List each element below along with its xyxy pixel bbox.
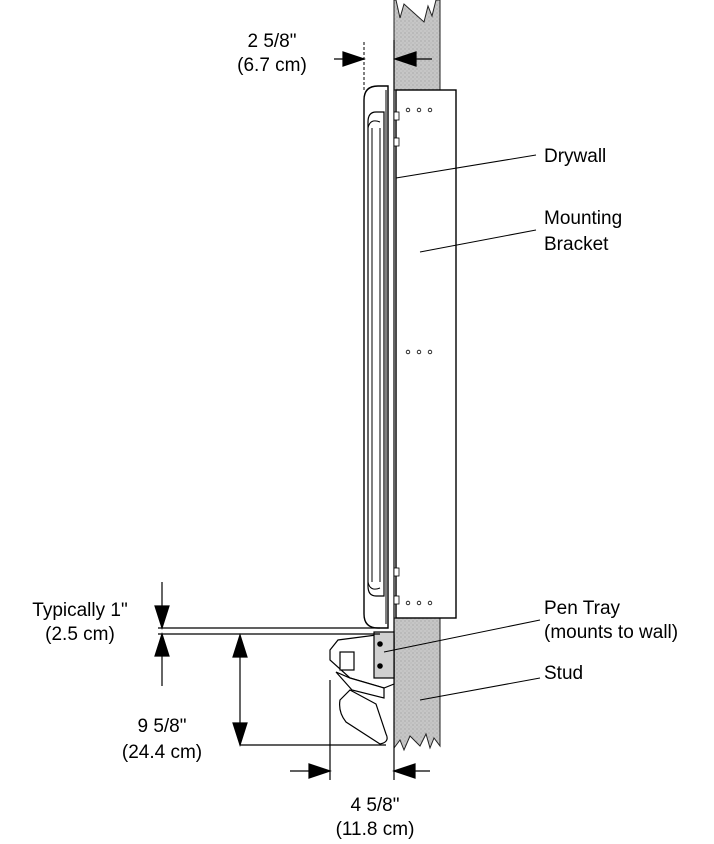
dimension-pen-tray-height xyxy=(232,633,386,747)
pen-tray-label: Pen Tray xyxy=(544,598,621,619)
wall-stud-top xyxy=(393,0,441,91)
drywall-label: Drywall xyxy=(544,146,607,167)
dimension-pen-tray-gap xyxy=(154,582,380,686)
pen-tray-height-metric: (24.4 cm) xyxy=(121,742,203,763)
pen-tray-mounting-note: (mounts to wall) xyxy=(544,622,679,643)
leader-lines xyxy=(383,154,541,701)
stud-label: Stud xyxy=(544,663,584,684)
pen-tray-depth-metric: (11.8 cm) xyxy=(335,819,415,840)
wall-gap-metric: (6.7 cm) xyxy=(237,55,307,76)
pen-tray xyxy=(329,631,395,745)
bracket-tabs xyxy=(393,111,400,605)
dimension-wall-gap xyxy=(334,51,432,67)
pen-tray-gap-imperial: Typically 1" xyxy=(32,600,128,621)
dimension-pen-tray-depth xyxy=(290,680,430,780)
board-frame-inner xyxy=(367,111,385,597)
pen-tray-gap-metric: (2.5 cm) xyxy=(45,624,115,645)
mounting-label: Mounting xyxy=(544,208,623,229)
board-profile xyxy=(363,85,389,629)
mounting-bracket xyxy=(395,89,457,619)
wall-stud-bottom xyxy=(393,617,441,752)
pen-tray-depth-imperial: 4 5/8" xyxy=(350,795,400,816)
wall-gap-imperial: 2 5/8" xyxy=(247,31,297,52)
pen-tray-height-imperial: 9 5/8" xyxy=(137,716,187,737)
bracket-label: Bracket xyxy=(544,234,609,255)
bracket-holes xyxy=(405,107,433,606)
